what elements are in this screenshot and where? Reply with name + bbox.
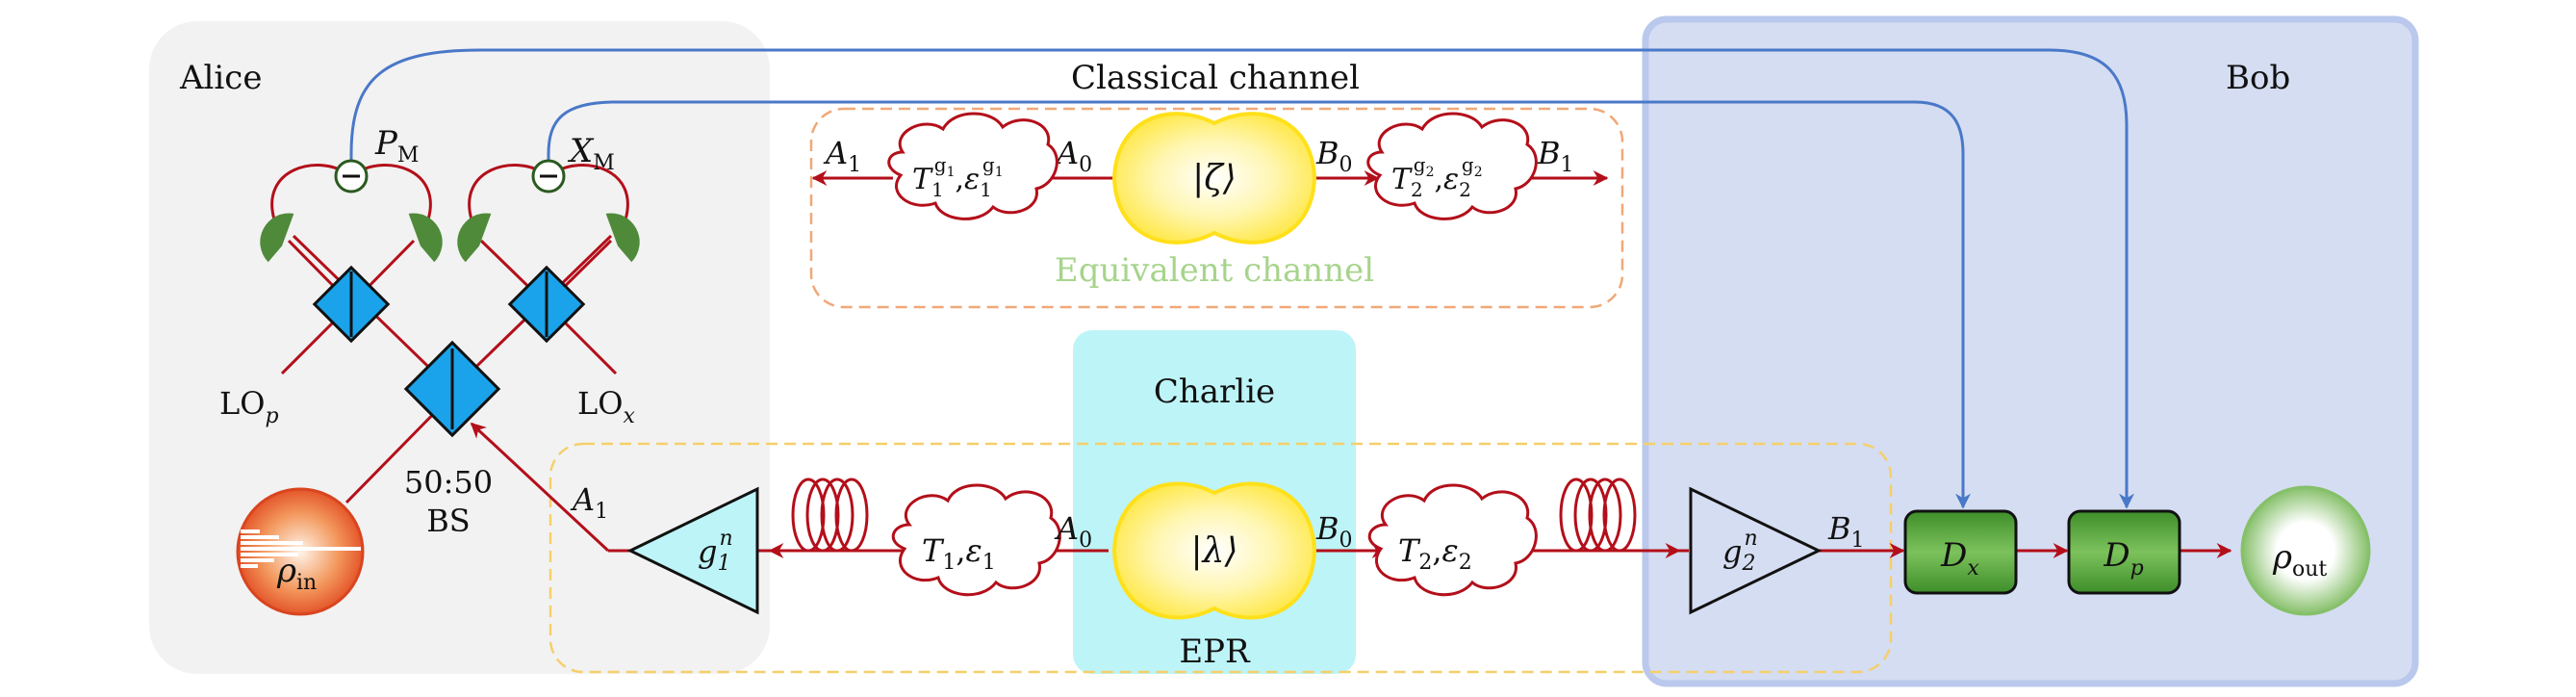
b0-top-label: B0 xyxy=(1315,135,1353,177)
photodetector-p2-icon xyxy=(408,213,443,263)
epr-channel-box xyxy=(548,442,1893,674)
b0-bottom-label: B0 xyxy=(1315,510,1353,553)
module-dp: Dp xyxy=(2067,509,2181,595)
a1-top-label: A1 xyxy=(823,135,861,177)
epr-source: |λ⟩ xyxy=(1111,481,1317,620)
rho-out-output: ρout xyxy=(2240,485,2371,616)
homodyne-arc-x xyxy=(468,164,629,220)
amplifier-g2: g2n xyxy=(1689,486,1823,615)
t1e1-label: T1,ε1 xyxy=(922,532,996,575)
equivalent-channel-box xyxy=(809,107,1624,309)
zeta-label: |ζ⟩ xyxy=(1192,159,1237,198)
rho-in-source: ρin xyxy=(236,487,365,616)
photodetector-p1-icon xyxy=(260,213,294,263)
lambda-label: |λ⟩ xyxy=(1191,531,1238,571)
a0-top-label: A0 xyxy=(1054,135,1092,177)
beam-splitter-x-icon xyxy=(507,265,586,344)
lo-p-label: LOp xyxy=(219,385,279,428)
photodetector-x1-icon xyxy=(457,213,492,263)
bs-ratio-label: 50:50 xyxy=(404,464,493,501)
beam-splitter-p-icon xyxy=(312,265,391,344)
equivalent-source: |ζ⟩ xyxy=(1111,112,1317,245)
input-spectrum-icon xyxy=(241,529,361,568)
alice-label: Alice xyxy=(179,59,262,97)
beam-splitter-main-icon xyxy=(403,340,501,438)
dx-label: Dx xyxy=(1940,536,1979,581)
bob-label: Bob xyxy=(2226,59,2290,97)
epr-label: EPR xyxy=(1179,632,1251,671)
fiber-coil-2-icon xyxy=(1559,478,1637,553)
channel-cloud-t2: T2,ε2 xyxy=(1367,483,1538,597)
b1-top-label: B1 xyxy=(1537,135,1574,177)
subtractor-p-icon xyxy=(334,159,369,194)
rho-in-label: ρin xyxy=(276,552,317,595)
alice-beams xyxy=(280,234,618,553)
g2-label: g2n xyxy=(1722,527,1758,576)
fiber-coil-1-icon xyxy=(791,478,869,553)
photodetector-x2-icon xyxy=(605,213,640,263)
dp-label: Dp xyxy=(2103,536,2143,581)
classical-wire-x xyxy=(547,100,1971,509)
module-dx: Dx xyxy=(1903,509,2018,595)
tg2-label: T2g2,ε2g2 xyxy=(1391,153,1483,201)
bs-name-label: BS xyxy=(426,503,470,539)
classical-wire-p xyxy=(349,48,2134,509)
rho-out-label: ρout xyxy=(2272,538,2327,581)
lo-x-label: LOx xyxy=(577,385,635,428)
channel-cloud-tg1: T1g1,ε1g1 xyxy=(887,112,1058,220)
xm-label: XM xyxy=(567,132,615,175)
amplifier-g1: g1n xyxy=(626,486,759,615)
pm-label: PM xyxy=(374,124,419,168)
g1-label: g1n xyxy=(698,527,733,576)
channel-cloud-t1: T1,ε1 xyxy=(891,483,1061,597)
a0-bottom-label: A0 xyxy=(1054,510,1092,553)
b1-bottom-label: B1 xyxy=(1827,510,1865,553)
t2e2-label: T2,ε2 xyxy=(1398,532,1472,575)
bob-region xyxy=(1642,15,2419,687)
charlie-label: Charlie xyxy=(1154,373,1275,411)
equivalent-channel-label: Equivalent channel xyxy=(1055,251,1374,290)
channel-cloud-tg2: T2g2,ε2g2 xyxy=(1366,112,1538,220)
homodyne-arc-p xyxy=(270,164,432,220)
tg1-label: T1g1,ε1g1 xyxy=(912,153,1004,201)
a1-bottom-label: A1 xyxy=(570,481,608,524)
classical-channel-label: Classical channel xyxy=(1071,59,1360,97)
subtractor-x-icon xyxy=(531,159,566,194)
